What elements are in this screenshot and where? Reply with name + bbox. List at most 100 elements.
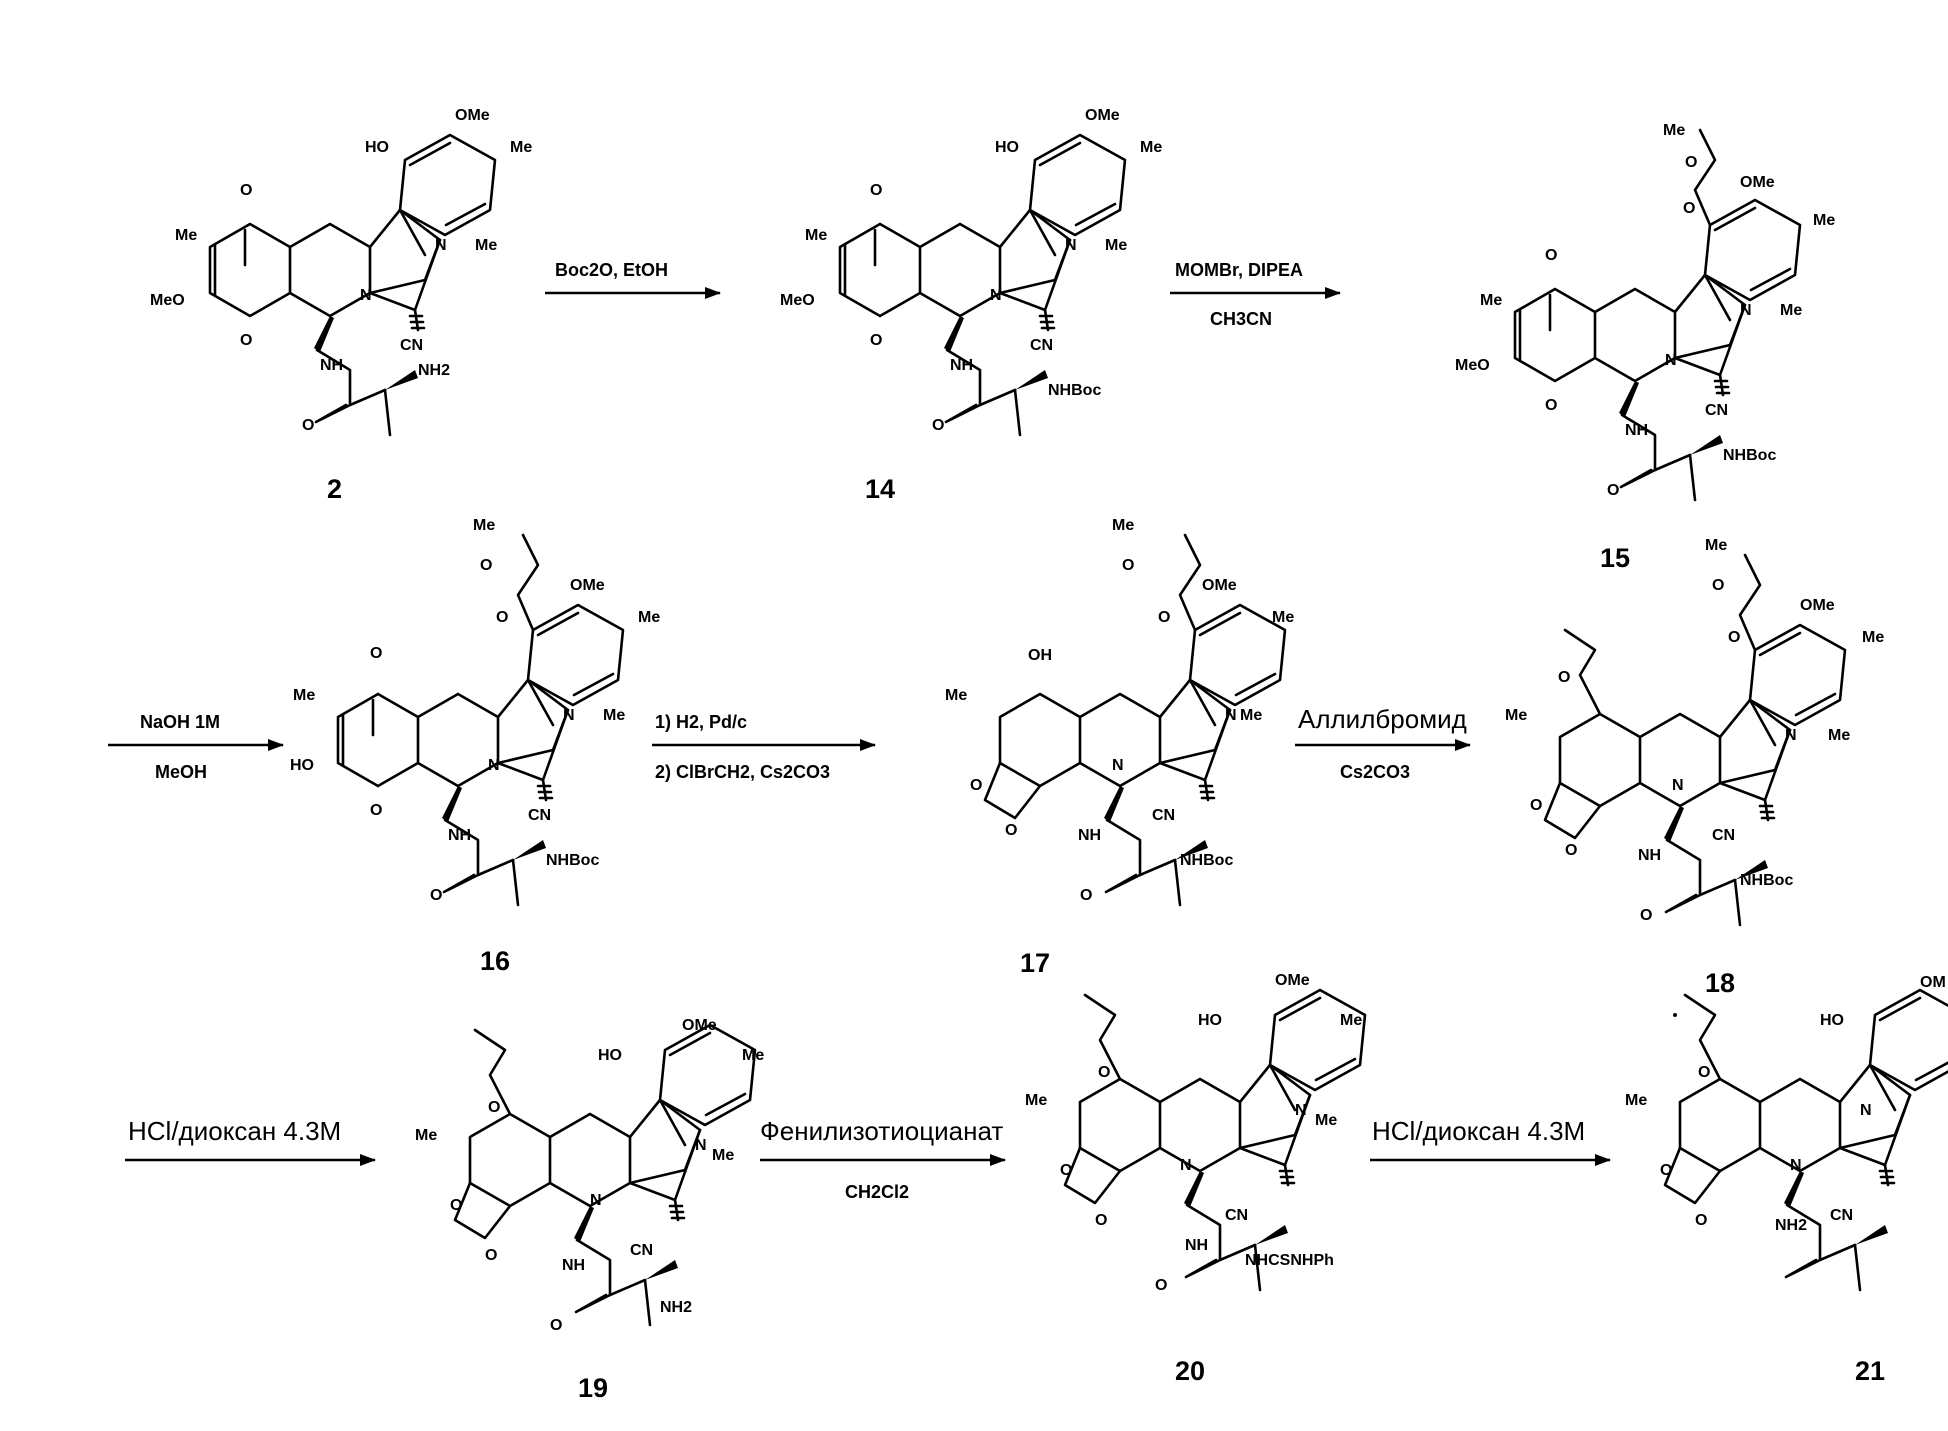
- substituent: Me: [293, 687, 315, 704]
- substituent: CN: [1030, 337, 1053, 354]
- arrow-condition: CH2Cl2: [845, 1182, 909, 1202]
- substituent: N: [1785, 727, 1797, 744]
- substituent: O: [1607, 482, 1619, 499]
- substituent: NHBoc: [1180, 852, 1233, 869]
- substituent: Me: [1025, 1092, 1047, 1109]
- substituent: O: [1728, 629, 1740, 646]
- compound-label: 18: [1705, 968, 1735, 998]
- substituent: O: [1558, 669, 1570, 686]
- arrow-condition: CH3CN: [1210, 309, 1272, 329]
- substituent: O: [1660, 1162, 1672, 1179]
- substituent: O: [485, 1247, 497, 1264]
- substituent: Me: [1780, 302, 1802, 319]
- substituent: HO: [365, 139, 389, 156]
- substituent: CN: [1225, 1207, 1248, 1224]
- arrow-8: HCl/диоксан 4.3M: [1370, 1116, 1610, 1160]
- substituent: Me: [1813, 212, 1835, 229]
- substituent: Me: [603, 707, 625, 724]
- substituent: Me: [1480, 292, 1502, 309]
- substituent: Me: [1705, 537, 1727, 554]
- substituent: Me: [510, 139, 532, 156]
- arrow-condition: HCl/диоксан 4.3M: [1372, 1116, 1585, 1146]
- compound-17: Me O O OMe Me OH Me N Me O O N CN NH NHB…: [945, 517, 1294, 978]
- substituent: O: [1155, 1277, 1167, 1294]
- compound-18: Me O O OMe Me O Me N Me O O N CN NH NHBo…: [1505, 537, 1884, 998]
- compound-15: Me O O OMe Me Me O N Me MeO O N CN NH NH…: [1455, 122, 1835, 573]
- substituent: HO: [995, 139, 1019, 156]
- substituent: Me: [415, 1127, 437, 1144]
- substituent: N: [1672, 777, 1684, 794]
- substituent: NH: [950, 357, 973, 374]
- substituent: OMe: [1085, 107, 1120, 124]
- arrow-condition: Фенилизотиоцианат: [760, 1116, 1003, 1146]
- substituent: OMe: [455, 107, 490, 124]
- arrow-1: Boc2O, EtOH: [545, 260, 720, 293]
- arrow-condition: Аллилбромид: [1298, 704, 1467, 734]
- substituent: O: [970, 777, 982, 794]
- arrow-7: Фенилизотиоцианат CH2Cl2: [760, 1116, 1005, 1202]
- substituent: Me: [475, 237, 497, 254]
- substituent: OMe: [1800, 597, 1835, 614]
- compound-label: 2: [327, 474, 342, 504]
- substituent: Me: [742, 1047, 764, 1064]
- compound-21: OM HO O Me N O O N CN NH2 21: [1625, 974, 1948, 1386]
- substituent: Me: [473, 517, 495, 534]
- substituent: O: [870, 332, 882, 349]
- substituent: Me: [1663, 122, 1685, 139]
- substituent: NH2: [660, 1299, 692, 1316]
- substituent: O: [1712, 577, 1724, 594]
- compound-19: OMe HO Me O Me N Me O O N CN NH NH2 O 19: [415, 1017, 764, 1403]
- substituent: Me: [1862, 629, 1884, 646]
- substituent: OM: [1920, 974, 1946, 991]
- substituent: Me: [945, 687, 967, 704]
- substituent: NH: [562, 1257, 585, 1274]
- substituent: Me: [1105, 237, 1127, 254]
- compound-label: 14: [865, 474, 895, 504]
- substituent: O: [240, 332, 252, 349]
- substituent: N: [1295, 1102, 1307, 1119]
- substituent: N: [1790, 1157, 1802, 1174]
- substituent: N: [1740, 302, 1752, 319]
- substituent: Me: [1505, 707, 1527, 724]
- substituent: O: [1545, 397, 1557, 414]
- substituent: CN: [400, 337, 423, 354]
- substituent: Me: [638, 609, 660, 626]
- substituent: N: [488, 757, 500, 774]
- arrow-6: HCl/диоксан 4.3M: [125, 1116, 375, 1160]
- substituent: NHBoc: [1740, 872, 1793, 889]
- substituent: Me: [712, 1147, 734, 1164]
- substituent: HO: [598, 1047, 622, 1064]
- substituent: O: [370, 645, 382, 662]
- substituent: O: [1060, 1162, 1072, 1179]
- substituent: O: [430, 887, 442, 904]
- compound-14: OMe HO Me Me O N Me MeO O N CN NH NHBoc …: [780, 107, 1162, 504]
- arrow-5: Аллилбромид Cs2CO3: [1295, 704, 1470, 782]
- substituent: N: [590, 1192, 602, 1209]
- substituent: MeO: [1455, 357, 1490, 374]
- substituent: O: [240, 182, 252, 199]
- substituent: Me: [805, 227, 827, 244]
- substituent: N: [695, 1137, 707, 1154]
- arrow-4: 1) H2, Pd/c 2) ClBrCH2, Cs2CO3: [652, 712, 875, 782]
- substituent: CN: [1705, 402, 1728, 419]
- substituent: N: [1112, 757, 1124, 774]
- substituent: O: [370, 802, 382, 819]
- substituent: Me: [1140, 139, 1162, 156]
- compound-label: 19: [578, 1373, 608, 1403]
- substituent: NH: [1625, 422, 1648, 439]
- substituent: OH: [1028, 647, 1052, 664]
- substituent: O: [1683, 200, 1695, 217]
- compound-label: 20: [1175, 1356, 1205, 1386]
- substituent: N: [1065, 237, 1077, 254]
- arrow-condition: MOMBr, DIPEA: [1175, 260, 1303, 280]
- substituent: O: [1005, 822, 1017, 839]
- substituent: MeO: [780, 292, 815, 309]
- substituent: NHBoc: [1048, 382, 1101, 399]
- substituent: NH: [320, 357, 343, 374]
- arrow-condition: NaOH 1M: [140, 712, 220, 732]
- substituent: N: [990, 287, 1002, 304]
- substituent: Me: [1112, 517, 1134, 534]
- substituent: O: [1640, 907, 1652, 924]
- substituent: N: [1860, 1102, 1872, 1119]
- substituent: NH2: [418, 362, 450, 379]
